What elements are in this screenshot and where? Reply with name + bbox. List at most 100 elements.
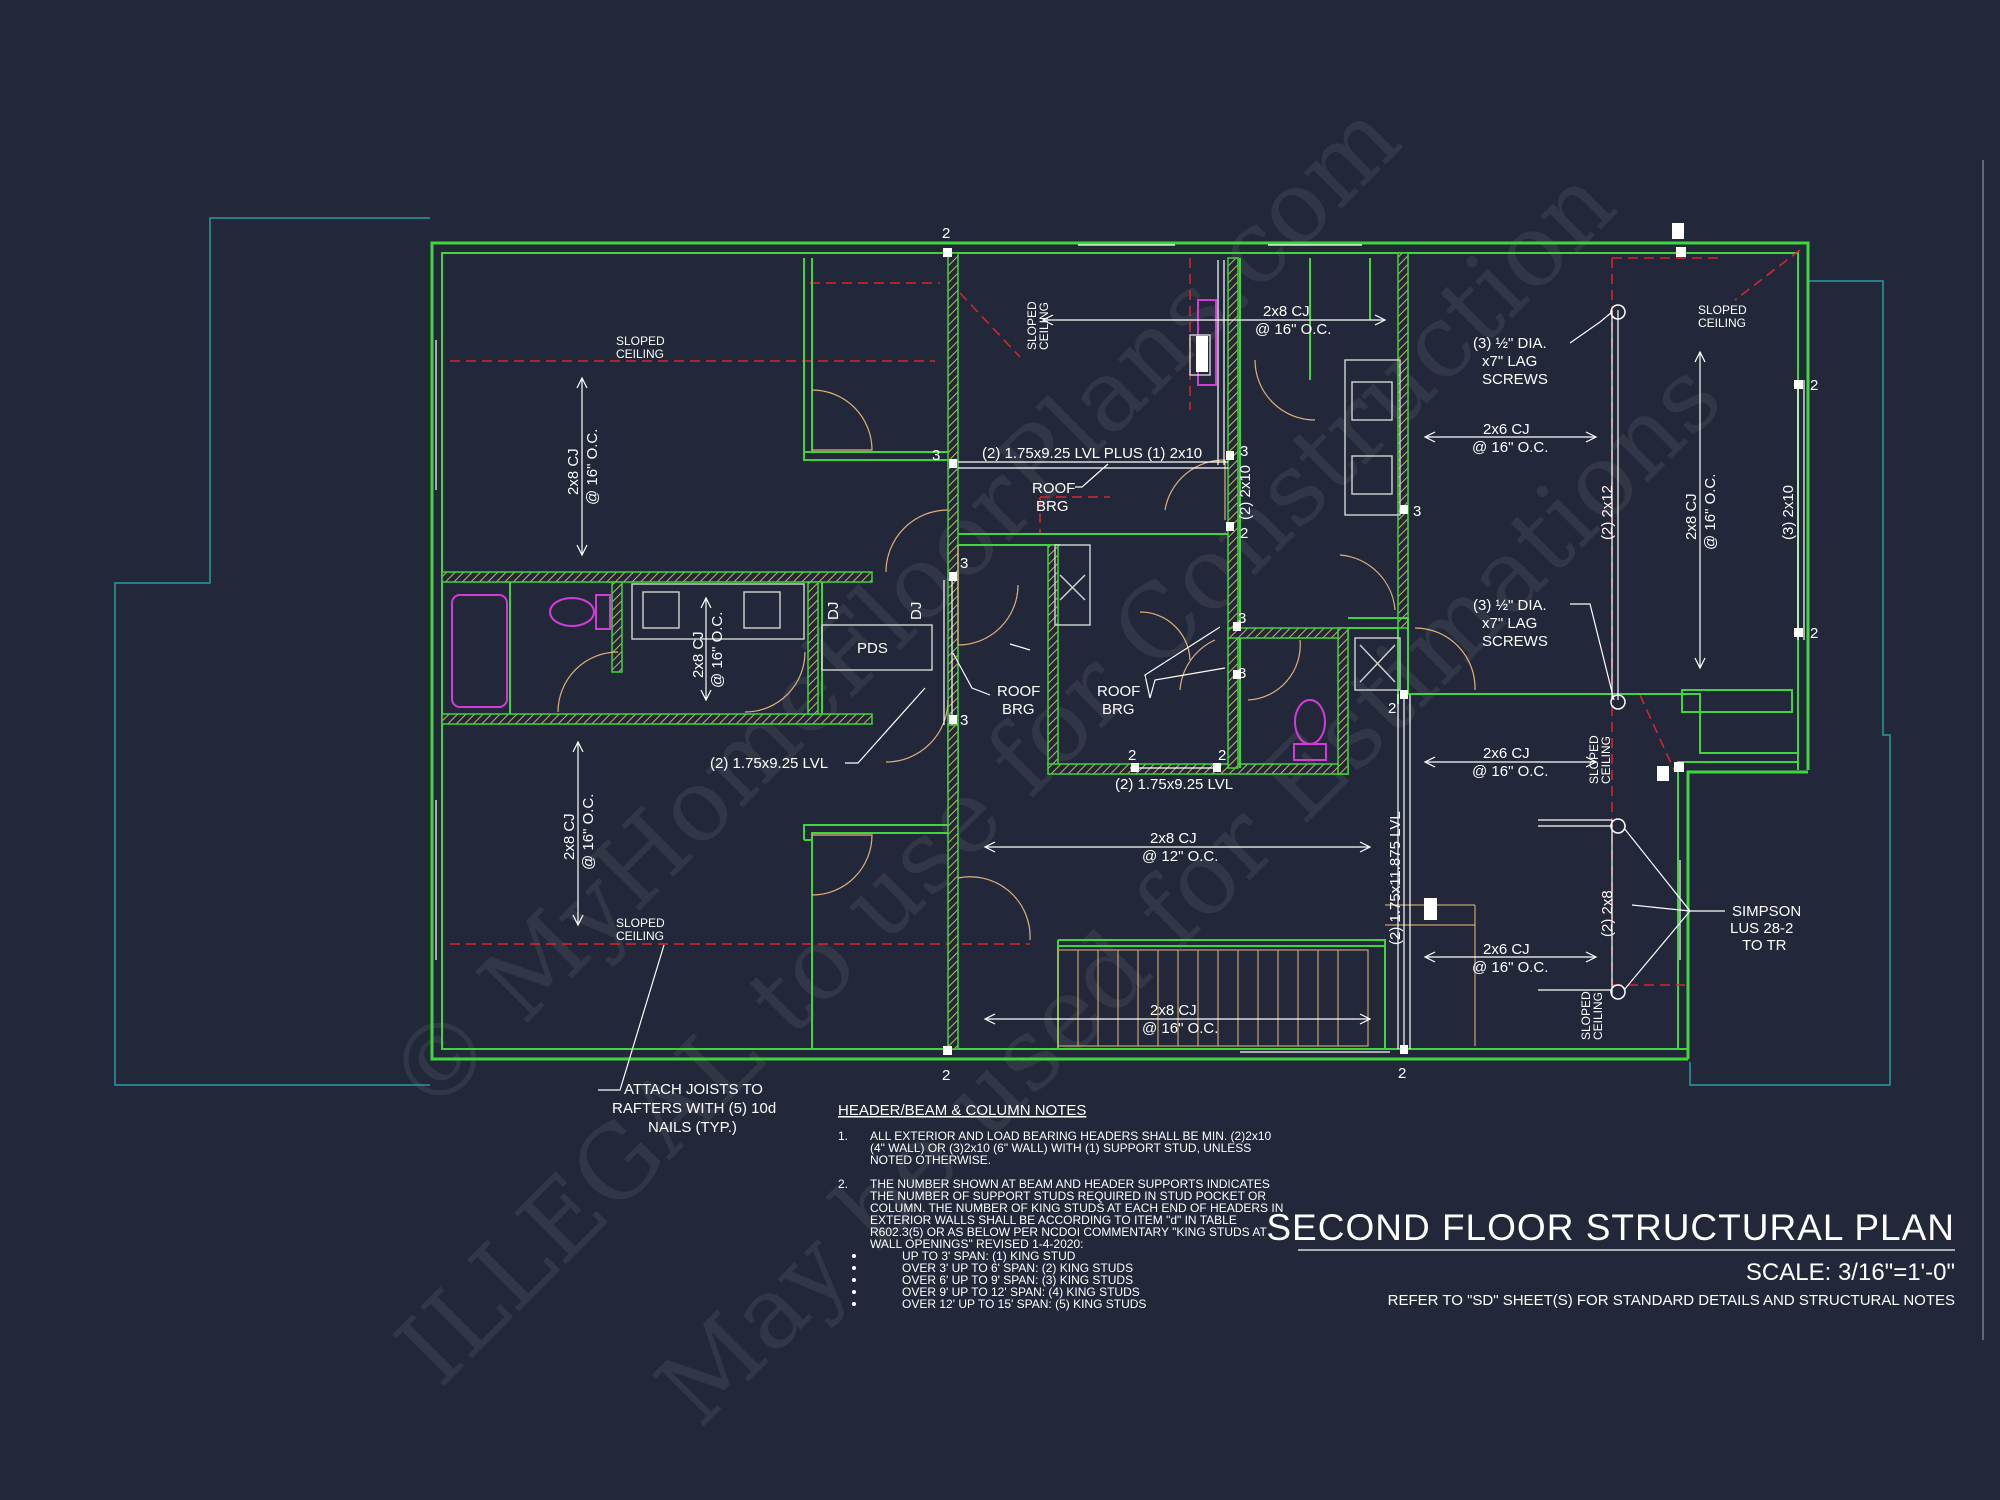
- svg-text:@ 16" O.C.: @ 16" O.C.: [1472, 763, 1548, 780]
- stud-count-9: 2: [1128, 747, 1136, 764]
- stud-count-8: 3: [1413, 503, 1421, 520]
- watermark-line-1: © MyHomeFloorPlans.com: [364, 79, 1422, 1137]
- sink-right-2: [1351, 455, 1393, 495]
- support-posts: [943, 223, 1803, 1055]
- plan-labels: SLOPED CEILING SLOPED CEILING SLOPED CEI…: [561, 225, 1818, 1136]
- stud-count-7: 3: [1238, 665, 1246, 682]
- exterior-walls: [430, 241, 1810, 1062]
- sink-right-1: [1351, 381, 1393, 421]
- leader-lines: [598, 311, 1725, 1091]
- label-attach-joists: ATTACH JOISTS TO: [624, 1081, 763, 1098]
- label-cj-2x6-upper: 2x6 CJ: [1483, 421, 1530, 438]
- svg-text:x7" LAG: x7" LAG: [1482, 615, 1537, 632]
- svg-text:@ 16" O.C.: @ 16" O.C.: [1142, 1020, 1218, 1037]
- label-sloped-ceiling-vertical-2: SLOPED: [1587, 735, 1601, 784]
- beams: [435, 244, 1805, 1053]
- label-lvl-center: (2) 1.75x9.25 LVL: [1115, 776, 1233, 793]
- header-beam-notes: HEADER/BEAM & COLUMN NOTES 1. ALL EXTERI…: [838, 1102, 1283, 1311]
- pds-box: [821, 624, 933, 671]
- label-dj-1: DJ: [825, 602, 842, 620]
- sink-left-2: [743, 591, 781, 629]
- svg-text:@ 16" O.C.: @ 16" O.C.: [1702, 474, 1719, 550]
- svg-text:@ 16" O.C.: @ 16" O.C.: [1472, 959, 1548, 976]
- bathtub: [451, 594, 508, 708]
- svg-text:x7" LAG: x7" LAG: [1482, 353, 1537, 370]
- label-sloped-ceiling-vertical-3: SLOPED: [1579, 991, 1593, 1040]
- svg-text:CEILING: CEILING: [1599, 736, 1613, 784]
- svg-text:2.: 2.: [838, 1177, 848, 1191]
- label-cj-bath: 2x8 CJ: [690, 631, 707, 678]
- door-swings: [557, 359, 1476, 941]
- label-2x10-hall: (2) 2x10: [1237, 465, 1254, 520]
- svg-text:OVER 3' UP TO 6' SPAN: (2) KIN: OVER 3' UP TO 6' SPAN: (2) KING STUDS: [902, 1261, 1133, 1275]
- watermark-line-3: May be used for Estimations: [634, 338, 1743, 1447]
- label-cj-right-vertical: 2x8 CJ: [1683, 493, 1700, 540]
- plan-scale: SCALE: 3/16"=1'-0": [1746, 1259, 1955, 1286]
- title-block: SECOND FLOOR STRUCTURAL PLAN SCALE: 3/16…: [1266, 160, 1984, 1340]
- stud-count-bottom-2: 2: [1398, 1065, 1406, 1082]
- stud-count-2: 3: [1240, 443, 1248, 460]
- stud-count-11: 2: [1388, 700, 1396, 717]
- label-lag-lower-1: (3) ½" DIA.: [1473, 597, 1547, 614]
- label-sloped-ceiling-bottom-left: SLOPED: [616, 916, 665, 930]
- svg-text:1.: 1.: [838, 1129, 848, 1143]
- svg-text:SCREWS: SCREWS: [1482, 633, 1548, 650]
- svg-text:COLUMN. THE NUMBER OF KING STU: COLUMN. THE NUMBER OF KING STUDS AT EACH…: [870, 1201, 1283, 1215]
- label-simpson-1: SIMPSON: [1732, 903, 1801, 920]
- label-sloped-ceiling-vertical-1: SLOPED: [1025, 301, 1039, 350]
- label-cj-stair: 2x8 CJ: [1150, 1002, 1197, 1019]
- label-roof-brg-2: ROOF: [997, 683, 1040, 700]
- stud-count-3: 2: [1240, 525, 1248, 542]
- svg-text:RAFTERS WITH (5) 10d: RAFTERS WITH (5) 10d: [612, 1100, 776, 1117]
- svg-text:NAILS (TYP.): NAILS (TYP.): [648, 1119, 737, 1136]
- svg-text:@ 16" O.C.: @ 16" O.C.: [580, 794, 597, 870]
- stud-count-10: 2: [1218, 747, 1226, 764]
- svg-text:@ 16" O.C.: @ 16" O.C.: [584, 429, 601, 505]
- svg-text:WALL OPENINGS" REVISED 1-4-202: WALL OPENINGS" REVISED 1-4-2020:: [870, 1237, 1083, 1251]
- svg-text:CEILING: CEILING: [616, 347, 664, 361]
- label-dj-2: DJ: [908, 602, 925, 620]
- joist-span-arrows: [572, 314, 1706, 1025]
- label-lvl-left: (2) 1.75x9.25 LVL: [710, 755, 828, 772]
- stud-count-bottom-1: 2: [942, 1067, 950, 1084]
- svg-text:UP TO 3' SPAN: (1) KING STUD: UP TO 3' SPAN: (1) KING STUD: [902, 1249, 1076, 1263]
- svg-text:LUS 28-2: LUS 28-2: [1730, 920, 1793, 937]
- label-cj-top-center: 2x8 CJ: [1263, 303, 1310, 320]
- svg-text:R602.3(5) OR AS BELOW PER NCDO: R602.3(5) OR AS BELOW PER NCDOI COMMENTA…: [870, 1225, 1267, 1239]
- stud-count-13: 2: [1810, 625, 1818, 642]
- svg-text:TO TR: TO TR: [1742, 937, 1787, 954]
- label-lvl-stair: (2) 1.75x11.875 LVL: [1387, 811, 1404, 945]
- svg-text:OVER 6' UP TO 9' SPAN: (3) KIN: OVER 6' UP TO 9' SPAN: (3) KING STUDS: [902, 1273, 1133, 1287]
- svg-text:CEILING: CEILING: [1591, 992, 1605, 1040]
- svg-text:(4" WALL) OR (3)2x10 (6" WALL): (4" WALL) OR (3)2x10 (6" WALL) WITH (1) …: [870, 1141, 1251, 1155]
- shower-box-2: [1354, 637, 1401, 691]
- stud-count-top: 2: [942, 225, 950, 242]
- label-cj-left-top: 2x8 CJ: [565, 448, 582, 495]
- svg-text:BRG: BRG: [1002, 701, 1035, 718]
- stud-count-6: 3: [1238, 610, 1246, 627]
- svg-text:THE NUMBER OF SUPPORT STUDS RE: THE NUMBER OF SUPPORT STUDS REQUIRED IN …: [870, 1189, 1266, 1203]
- label-2x8-right: (2) 2x8: [1599, 890, 1616, 937]
- svg-text:SCREWS: SCREWS: [1482, 371, 1548, 388]
- svg-text:OVER 12' UP TO 15' SPAN: (5) K: OVER 12' UP TO 15' SPAN: (5) KING STUDS: [902, 1297, 1146, 1311]
- label-cj-2x6-middle: 2x6 CJ: [1483, 745, 1530, 762]
- sink-left-1: [642, 591, 680, 629]
- label-roof-brg-1: ROOF: [1032, 480, 1075, 497]
- plumbing-fixtures: [451, 299, 1401, 761]
- notes-heading: HEADER/BEAM & COLUMN NOTES: [838, 1102, 1086, 1119]
- svg-text:@ 16" O.C.: @ 16" O.C.: [709, 612, 726, 688]
- stud-count-4: 3: [960, 555, 968, 572]
- svg-text:EXTERIOR WALLS SHALL BE ACCORD: EXTERIOR WALLS SHALL BE ACCORDING TO ITE…: [870, 1213, 1237, 1227]
- svg-text:THE NUMBER SHOWN AT BEAM AND H: THE NUMBER SHOWN AT BEAM AND HEADER SUPP…: [870, 1177, 1270, 1191]
- svg-text:@ 12" O.C.: @ 12" O.C.: [1142, 848, 1218, 865]
- svg-text:BRG: BRG: [1102, 701, 1135, 718]
- label-lag-upper-1: (3) ½" DIA.: [1473, 335, 1547, 352]
- svg-text:@ 16" O.C.: @ 16" O.C.: [1255, 321, 1331, 338]
- svg-text:BRG: BRG: [1036, 498, 1069, 515]
- svg-text:CEILING: CEILING: [616, 929, 664, 943]
- svg-text:CEILING: CEILING: [1037, 302, 1051, 350]
- label-lvl-plus: (2) 1.75x9.25 LVL PLUS (1) 2x10: [982, 445, 1202, 462]
- shower-box-1: [1054, 544, 1091, 626]
- svg-text:@ 16" O.C.: @ 16" O.C.: [1472, 439, 1548, 456]
